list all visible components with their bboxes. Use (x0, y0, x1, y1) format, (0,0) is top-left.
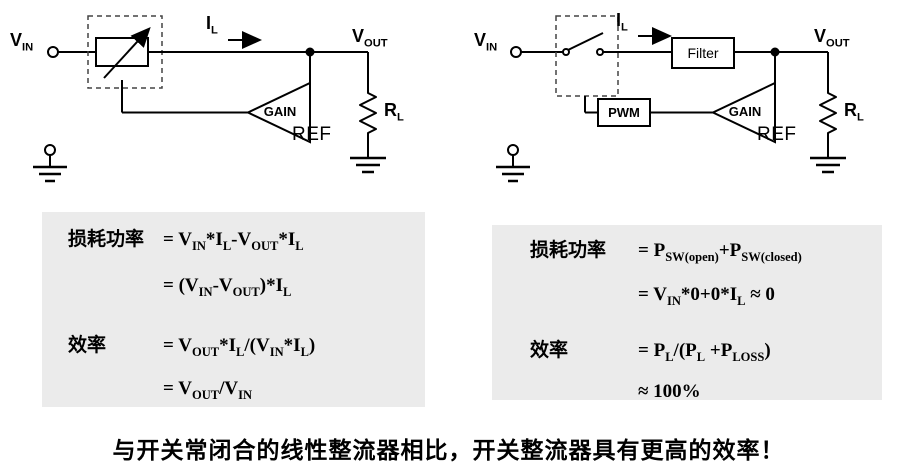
ref-label-left: REF (292, 124, 332, 145)
switch-lever (567, 32, 604, 51)
formula-expression: = VOUT*IL/(VIN*IL) (163, 334, 316, 359)
formula-row: = VIN*0+0*IL ≈ 0 (530, 281, 882, 315)
circuit-diagrams (33, 15, 846, 183)
linear-regulator-diagram (33, 15, 386, 183)
formula-expression: = VOUT/VIN (163, 378, 253, 403)
formula-expression: = (VIN-VOUT)*IL (163, 274, 292, 299)
gain-amplifier-right (710, 81, 776, 144)
formula-row: 效率 = PL/(PL +PLOSS) (530, 337, 882, 371)
formula-row: 效率 = VOUT*IL/(VIN*IL) (68, 332, 425, 366)
gain-label-left: GAIN (263, 104, 297, 119)
filter-block (671, 37, 735, 69)
formula-label: 效率 (530, 339, 569, 361)
rl-label-left: RL (384, 100, 404, 124)
switching-regulator-diagram (496, 15, 846, 183)
formula-expression: ≈ 100% (638, 381, 701, 403)
formula-row: = VOUT/VIN (68, 375, 425, 409)
vin-label-left: VIN (10, 30, 34, 54)
formula-expression: = PSW(open)+PSW(closed) (638, 240, 802, 264)
filter-label: Filter (687, 45, 719, 61)
il-label-left: IL (206, 13, 218, 37)
formula-row: ≈ 100% (530, 378, 882, 406)
ground-symbol-load-right (810, 156, 846, 174)
formula-row: 损耗功率 = VIN*IL-VOUT*IL (68, 226, 425, 260)
formula-expression: = VIN*0+0*IL ≈ 0 (638, 283, 775, 308)
ground-symbol-load-left (350, 156, 386, 174)
vin-terminal-right (510, 46, 522, 58)
variable-resistor-body (95, 37, 149, 67)
gain-amplifier-left (245, 81, 311, 144)
formula-expression: = VIN*IL-VOUT*IL (163, 229, 304, 253)
rl-label-right: RL (844, 100, 864, 124)
vout-label-left: VOUT (352, 26, 388, 50)
switch-contact (596, 48, 604, 56)
ref-label-right: REF (757, 124, 797, 145)
ground-symbol-input-left (33, 144, 67, 183)
formula-expression: = PL/(PL +PLOSS) (638, 339, 771, 364)
formula-label: 损耗功率 (530, 240, 607, 261)
switch-contact (562, 48, 570, 56)
switch-dashed-box (555, 15, 619, 97)
linear-formula-box: 损耗功率 = VIN*IL-VOUT*IL = (VIN-VOUT)*IL 效率… (42, 212, 425, 407)
il-label-right: IL (616, 10, 628, 34)
gain-label-right: GAIN (728, 104, 762, 119)
formula-row: = (VIN-VOUT)*IL (68, 272, 425, 306)
bottom-caption: 与开关常闭合的线性整流器相比，开关整流器具有更高的效率！ (112, 437, 785, 463)
vin-label-right: VIN (474, 30, 498, 54)
vout-label-right: VOUT (814, 26, 850, 50)
ground-symbol-input-right (496, 144, 530, 183)
formula-label: 损耗功率 (68, 229, 145, 250)
load-resistor-left (359, 88, 377, 158)
switching-formula-box: 损耗功率 = PSW(open)+PSW(closed) = VIN*0+0*I… (492, 225, 882, 402)
formula-label: 效率 (68, 334, 107, 356)
pwm-label: PWM (608, 105, 640, 120)
variable-resistor-arrow (103, 27, 151, 79)
formula-row: 损耗功率 = PSW(open)+PSW(closed) (530, 237, 882, 271)
load-resistor-right (819, 88, 837, 158)
vin-terminal-left (47, 46, 59, 58)
